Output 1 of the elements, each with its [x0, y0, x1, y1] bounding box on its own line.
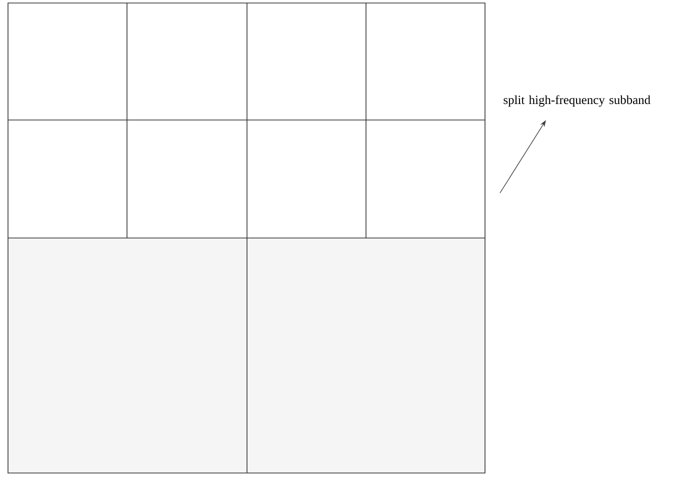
note-text: split high-frequency subband	[504, 95, 650, 107]
